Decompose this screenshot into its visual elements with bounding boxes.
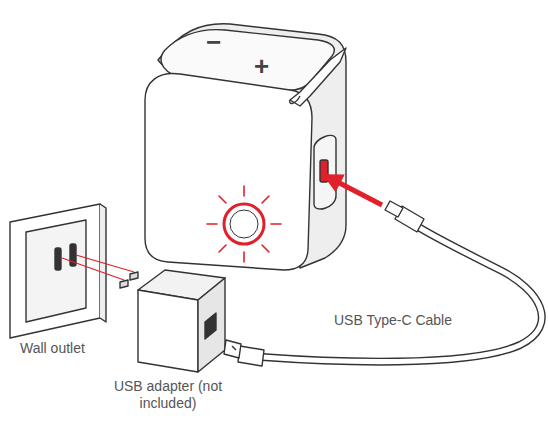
adapter-label: USB adapter (not included) [112,378,224,412]
light-rays [207,186,281,262]
outlet-label: Wall outlet [20,340,85,357]
insert-arrow [326,176,382,205]
cable-label: USB Type-C Cable [334,312,452,329]
volume-minus: − [206,29,221,55]
wall-outlet-plate [10,204,100,338]
volume-plus: + [254,53,269,79]
